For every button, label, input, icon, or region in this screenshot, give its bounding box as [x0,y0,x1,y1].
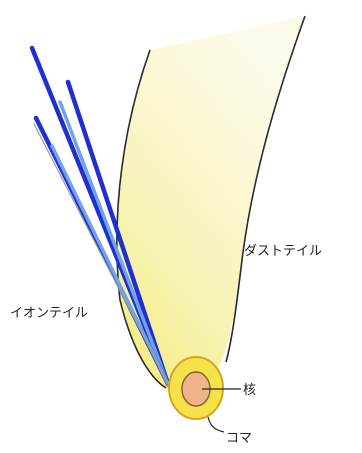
coma-label: コマ [226,431,252,446]
comet-head [169,357,223,419]
dust-tail-label: ダストテイル [244,244,322,259]
nucleus-label: 核 [243,383,256,398]
coma-leader-line [208,417,224,432]
ion-tail-label: イオンテイル [10,306,88,321]
